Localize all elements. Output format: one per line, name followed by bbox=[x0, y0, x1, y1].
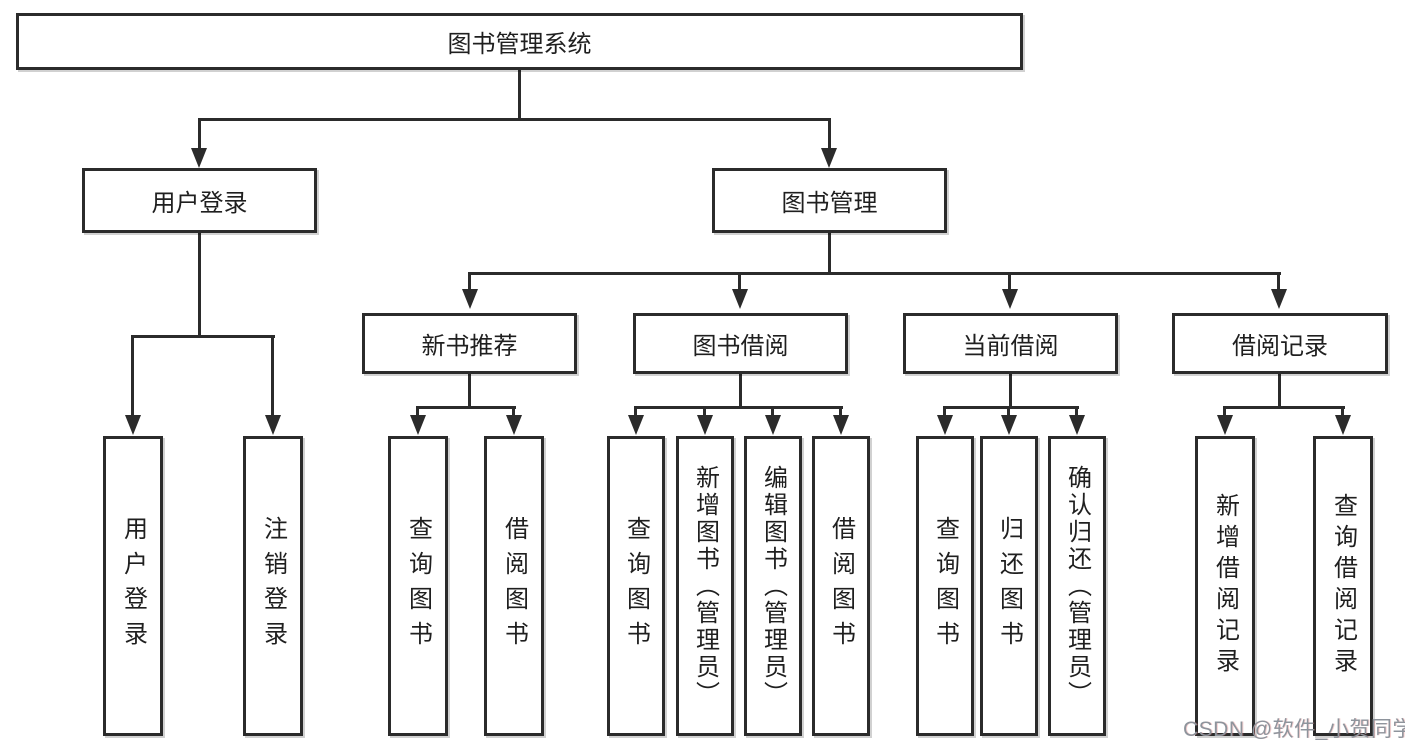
leaf-borrow-books-recommend: 借阅图书 bbox=[484, 436, 544, 736]
arrow-down-icon bbox=[628, 415, 644, 435]
connector-borrow-records-rail bbox=[1223, 406, 1345, 409]
connector-book-borrow-trunk bbox=[739, 374, 742, 408]
connector-stub bbox=[943, 406, 946, 417]
connector-stub bbox=[1277, 272, 1280, 291]
leaf-edit-book-admin: 编辑图书（管理员） bbox=[744, 436, 802, 736]
connector-user-login-rail bbox=[131, 335, 275, 338]
connector-stub bbox=[271, 335, 274, 415]
arrow-down-icon bbox=[1271, 289, 1287, 309]
connector-stub bbox=[771, 406, 774, 417]
leaf-query-books-borrow: 查询图书 bbox=[607, 436, 665, 736]
connector-stub bbox=[703, 406, 706, 417]
leaf-logout: 注销登录 bbox=[243, 436, 303, 736]
arrow-down-icon bbox=[265, 415, 281, 435]
arrow-down-icon bbox=[506, 415, 522, 435]
leaf-user-login: 用户登录 bbox=[103, 436, 163, 736]
connector-stub bbox=[198, 118, 201, 150]
leaf-query-books-current: 查询图书 bbox=[916, 436, 974, 736]
node-user-login: 用户登录 bbox=[82, 168, 317, 233]
arrow-down-icon bbox=[191, 148, 207, 168]
connector-stub bbox=[1075, 406, 1078, 417]
connector-borrow-records-trunk bbox=[1278, 374, 1281, 408]
connector-stub bbox=[1341, 406, 1344, 417]
connector-new-book-trunk bbox=[468, 374, 471, 409]
leaf-confirm-return-admin: 确认归还（管理员） bbox=[1048, 436, 1106, 736]
node-book-management: 图书管理 bbox=[712, 168, 947, 233]
leaf-add-borrow-record: 新增借阅记录 bbox=[1195, 436, 1255, 736]
connector-root-trunk bbox=[518, 70, 521, 120]
arrow-down-icon bbox=[833, 415, 849, 435]
connector-stub bbox=[828, 118, 831, 150]
arrow-down-icon bbox=[732, 289, 748, 309]
connector-user-login-trunk bbox=[198, 233, 201, 335]
connector-stub bbox=[416, 406, 419, 417]
arrow-down-icon bbox=[410, 415, 426, 435]
connector-stub bbox=[131, 335, 134, 415]
arrow-down-icon bbox=[1001, 415, 1017, 435]
connector-stub bbox=[839, 406, 842, 417]
connector-stub bbox=[738, 272, 741, 291]
connector-stub bbox=[512, 406, 515, 417]
leaf-add-book-admin: 新增图书（管理员） bbox=[676, 436, 734, 736]
connector-level2-rail bbox=[198, 118, 831, 121]
arrow-down-icon bbox=[1335, 415, 1351, 435]
node-book-borrow: 图书借阅 bbox=[633, 313, 848, 374]
node-current-borrow: 当前借阅 bbox=[903, 313, 1118, 374]
node-borrow-records: 借阅记录 bbox=[1172, 313, 1388, 374]
arrow-down-icon bbox=[1217, 415, 1233, 435]
arrow-down-icon bbox=[697, 415, 713, 435]
arrow-down-icon bbox=[1069, 415, 1085, 435]
connector-stub bbox=[634, 406, 637, 417]
node-new-book-recommend: 新书推荐 bbox=[362, 313, 577, 374]
connector-new-book-rail bbox=[416, 406, 516, 409]
connector-stub bbox=[1008, 272, 1011, 291]
arrow-down-icon bbox=[937, 415, 953, 435]
arrow-down-icon bbox=[1002, 289, 1018, 309]
leaf-return-book: 归还图书 bbox=[980, 436, 1038, 736]
arrow-down-icon bbox=[821, 148, 837, 168]
leaf-borrow-books: 借阅图书 bbox=[812, 436, 870, 736]
leaf-query-borrow-record: 查询借阅记录 bbox=[1313, 436, 1373, 736]
connector-stub bbox=[468, 272, 471, 291]
arrow-down-icon bbox=[125, 415, 141, 435]
connector-current-borrow-rail bbox=[943, 406, 1079, 409]
connector-stub bbox=[1007, 406, 1010, 417]
connector-current-borrow-trunk bbox=[1009, 374, 1012, 408]
arrow-down-icon bbox=[462, 289, 478, 309]
node-root-system: 图书管理系统 bbox=[16, 13, 1023, 70]
leaf-query-books-recommend: 查询图书 bbox=[388, 436, 448, 736]
connector-book-management-trunk bbox=[828, 233, 831, 274]
watermark: CSDN @软件_小贺同学 bbox=[1183, 718, 1405, 741]
arrow-down-icon bbox=[765, 415, 781, 435]
connector-level3-rail bbox=[468, 272, 1281, 275]
connector-stub bbox=[1223, 406, 1226, 417]
connector-book-borrow-rail bbox=[634, 406, 843, 409]
